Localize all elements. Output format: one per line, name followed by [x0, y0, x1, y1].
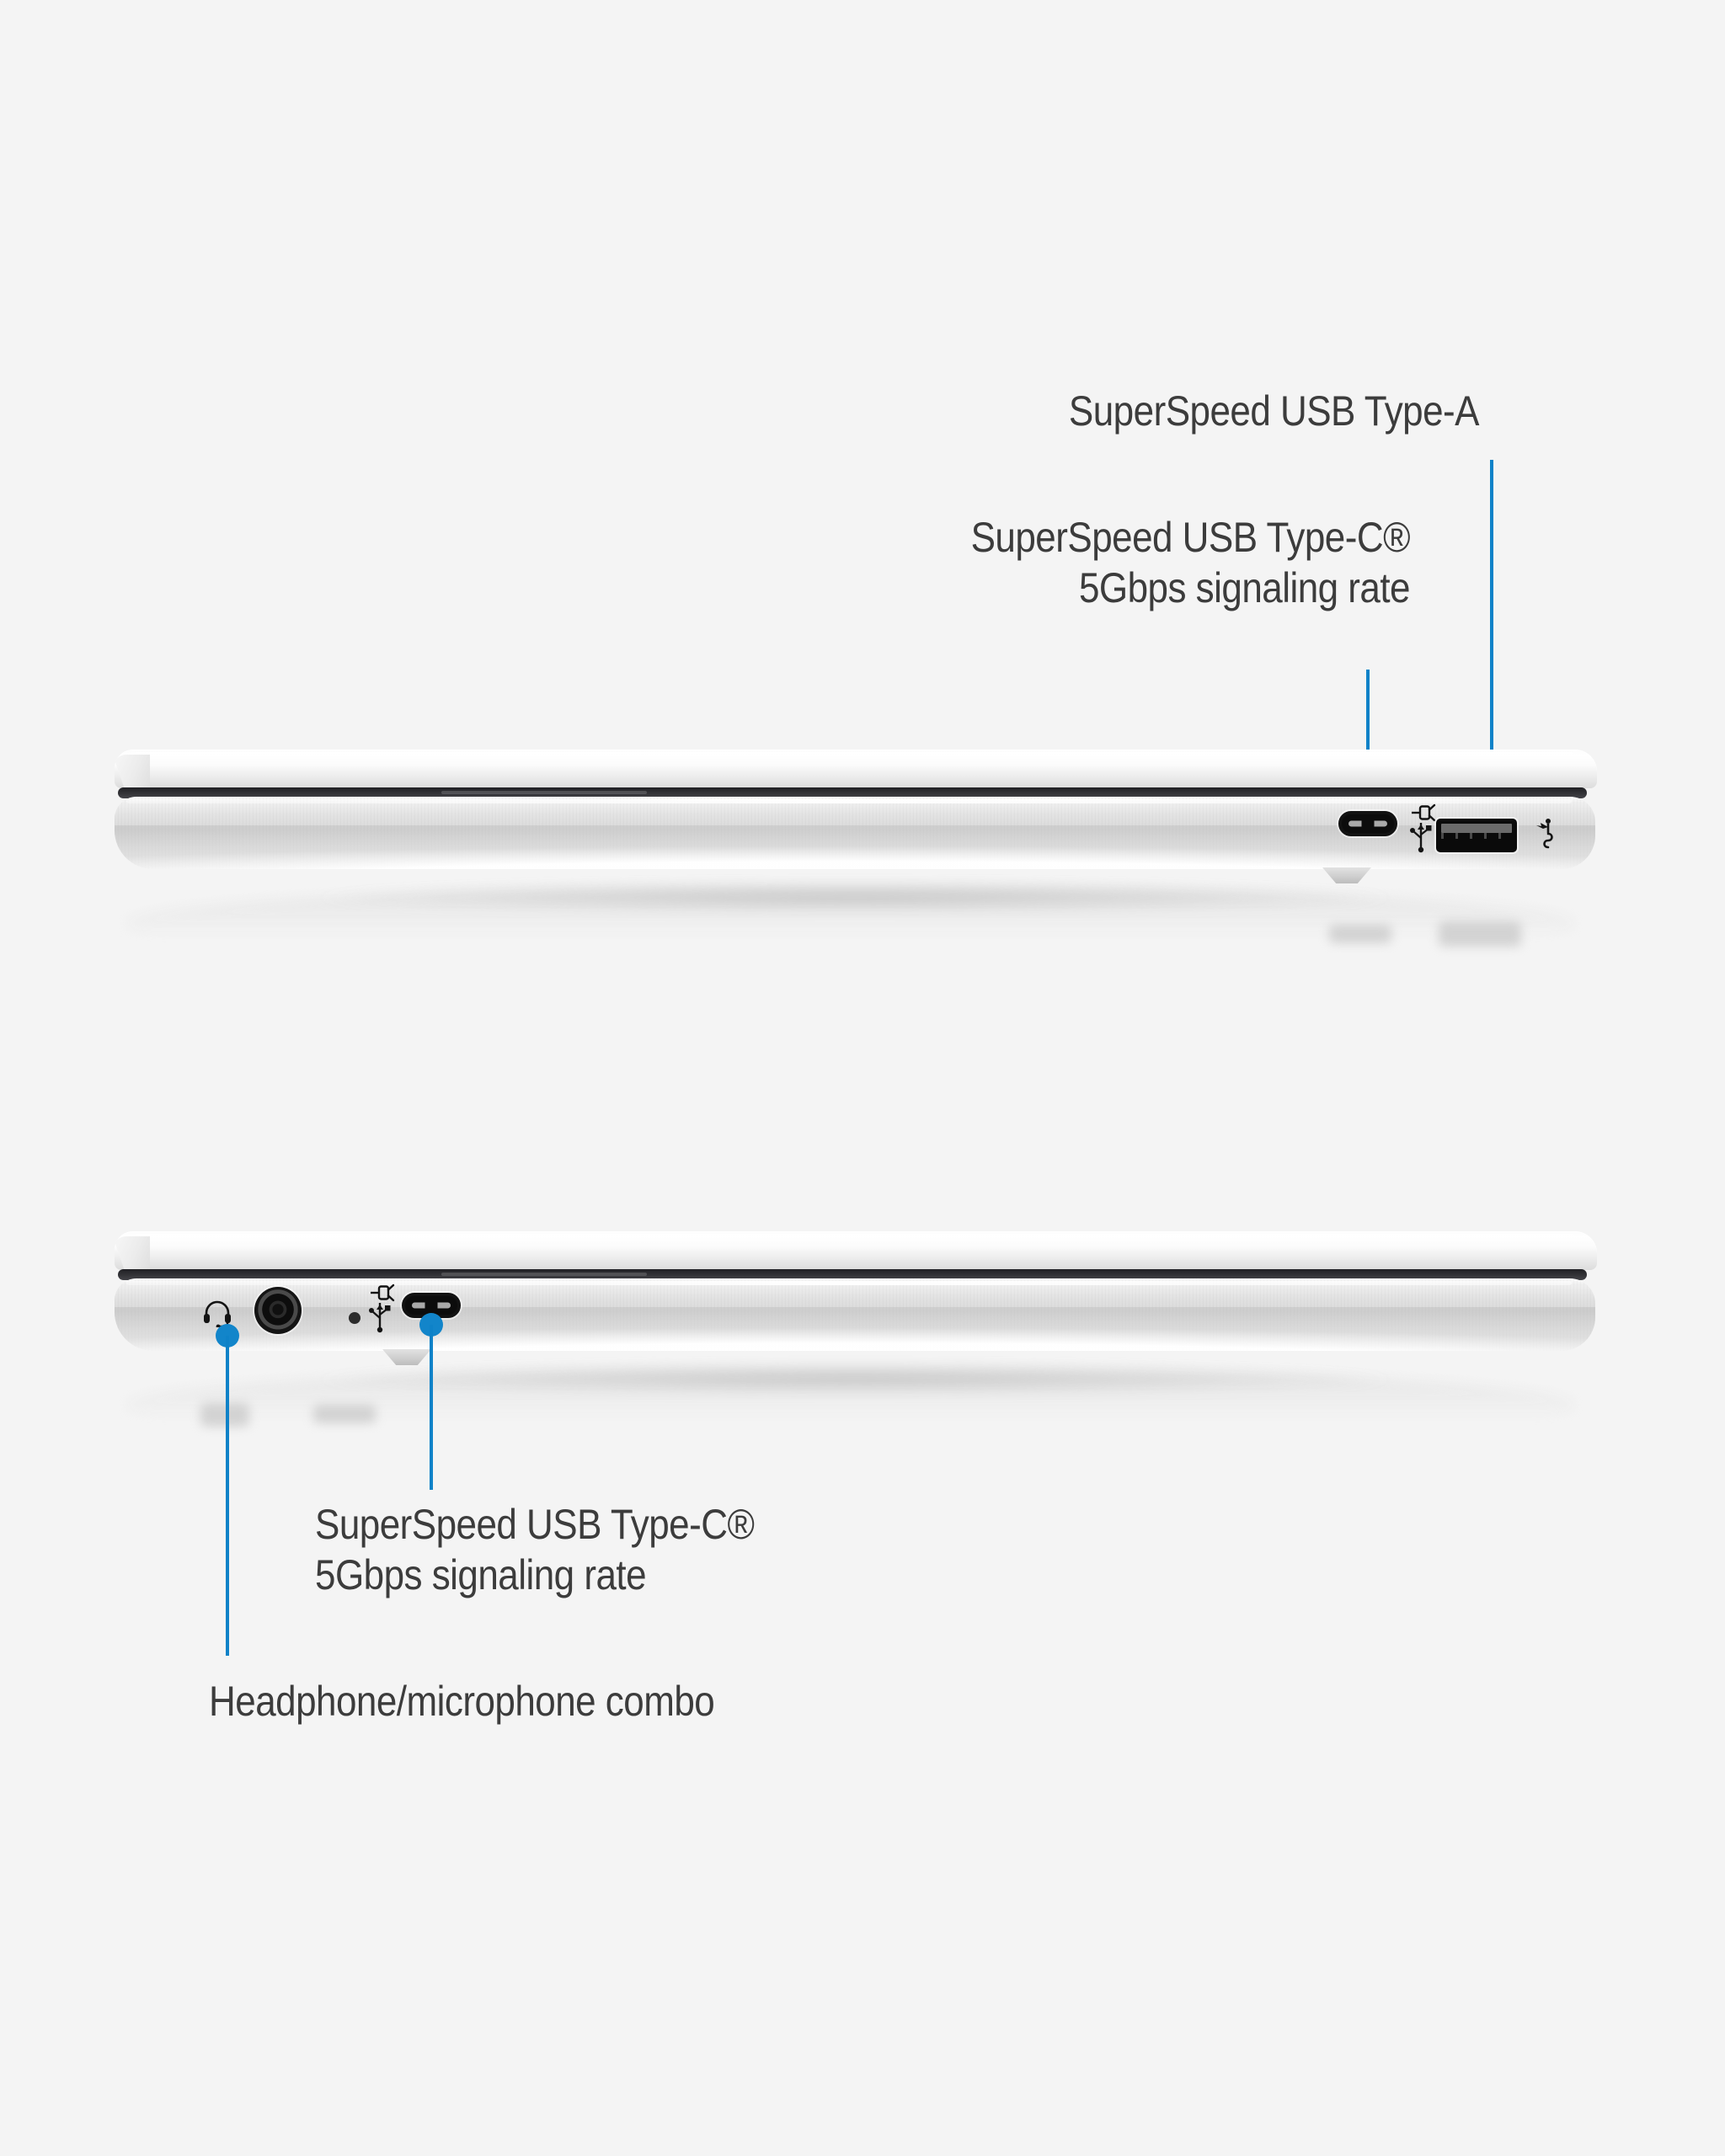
- laptop-contact-shadow-bottom: [101, 1358, 1609, 1401]
- usb-c-port[interactable]: [402, 1293, 461, 1318]
- port-reflection-usbc-bottom: [313, 1405, 376, 1423]
- leader-line-headphone-combo: [226, 1336, 229, 1656]
- port-reflection-usba-top: [1439, 921, 1521, 947]
- usb-a-port-tongue: [1441, 824, 1512, 839]
- usb-c-port[interactable]: [1338, 811, 1397, 836]
- headphone-jack[interactable]: [254, 1287, 302, 1334]
- laptop-right-side-view: [113, 750, 1597, 889]
- led-indicator-dot: [347, 1310, 362, 1326]
- laptop-hinge-seam: [118, 787, 1587, 798]
- callout-label-usb-type-c-right: SuperSpeed USB Type-C® 5Gbps signaling r…: [970, 514, 1411, 611]
- laptop-foot: [1322, 867, 1371, 883]
- callout-label-usb-type-c-left: SuperSpeed USB Type-C® 5Gbps signaling r…: [315, 1501, 755, 1598]
- laptop-hinge-seam: [118, 1269, 1587, 1280]
- laptop-reflection-bottom: [126, 1368, 1575, 1440]
- headset-icon: [202, 1299, 232, 1327]
- port-reflection-usbc-top: [1329, 925, 1391, 943]
- usb-trident-icon: [367, 1299, 393, 1335]
- ss-lightning-icon: [1531, 810, 1562, 857]
- usb-a-port[interactable]: [1436, 819, 1517, 852]
- laptop-lid: [115, 750, 1597, 788]
- laptop-base-top-lip: [126, 799, 1572, 803]
- laptop-base-top-lip: [126, 1281, 1572, 1285]
- leader-line-usb-type-a: [1490, 460, 1493, 812]
- usb-c-port-tongue: [412, 1302, 451, 1309]
- power-plug-icon: [367, 1282, 396, 1304]
- laptop-lid: [115, 1231, 1597, 1270]
- leader-line-usb-type-c-right: [1366, 670, 1370, 804]
- laptop-foot: [382, 1349, 431, 1365]
- power-plug-icon: [1408, 802, 1437, 824]
- port-reflection-jack-bottom: [200, 1403, 249, 1427]
- laptop-reflection-top: [126, 886, 1575, 958]
- callout-label-headphone-combo: Headphone/microphone combo: [209, 1678, 715, 1725]
- leader-line-usb-type-c-left: [430, 1325, 433, 1490]
- laptop-left-side-view: [113, 1231, 1597, 1370]
- usb-c-port-tongue: [1348, 820, 1387, 827]
- laptop-base: [115, 1278, 1595, 1351]
- callout-label-usb-type-a: SuperSpeed USB Type-A: [1068, 387, 1480, 435]
- usb-trident-icon: [1408, 819, 1434, 855]
